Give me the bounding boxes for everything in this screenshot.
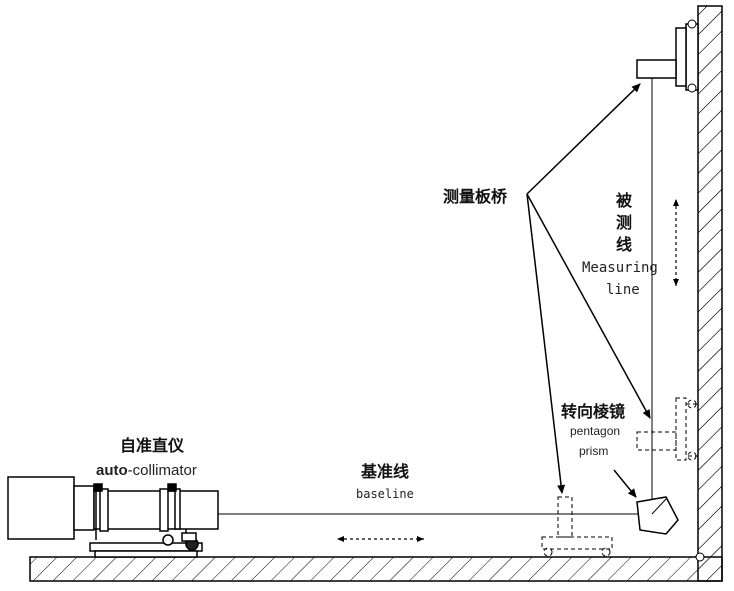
- bridge-arrows: [526, 83, 651, 494]
- wall-target: [636, 19, 699, 93]
- prism-label-en-1: pentagon: [570, 424, 620, 438]
- measured-line-label-cn-2: 测: [616, 213, 632, 232]
- bridge-label-cn: 测量板桥: [443, 187, 508, 206]
- baseline-label-en: baseline: [356, 487, 414, 501]
- bridge-plate-dashed: [541, 496, 613, 557]
- measured-line-label-cn-3: 线: [616, 235, 632, 254]
- baseline-label-cn: 基准线: [360, 462, 409, 481]
- prism-label-en-2: prism: [579, 444, 608, 458]
- autocollimator-label-en: auto-collimator: [96, 462, 197, 479]
- floor: [29, 556, 723, 582]
- pentagon-prism: [636, 496, 679, 535]
- autocollimator: [7, 476, 219, 558]
- autocollimator-label-en-rest: -collimator: [128, 462, 197, 479]
- prism-arrow: [613, 469, 637, 498]
- wall: [695, 5, 723, 582]
- autocollimator-label-cn: 自准直仪: [120, 436, 185, 455]
- measured-line-label-cn-1: 被: [616, 191, 633, 210]
- measured-line-label-en-2: line: [606, 282, 640, 298]
- wall-target-dashed: [636, 397, 699, 461]
- prism-label-cn: 转向棱镜: [561, 402, 625, 421]
- autocollimator-label-en-bold: auto: [96, 462, 128, 479]
- measured-line-label-en-1: Measuring: [582, 260, 658, 276]
